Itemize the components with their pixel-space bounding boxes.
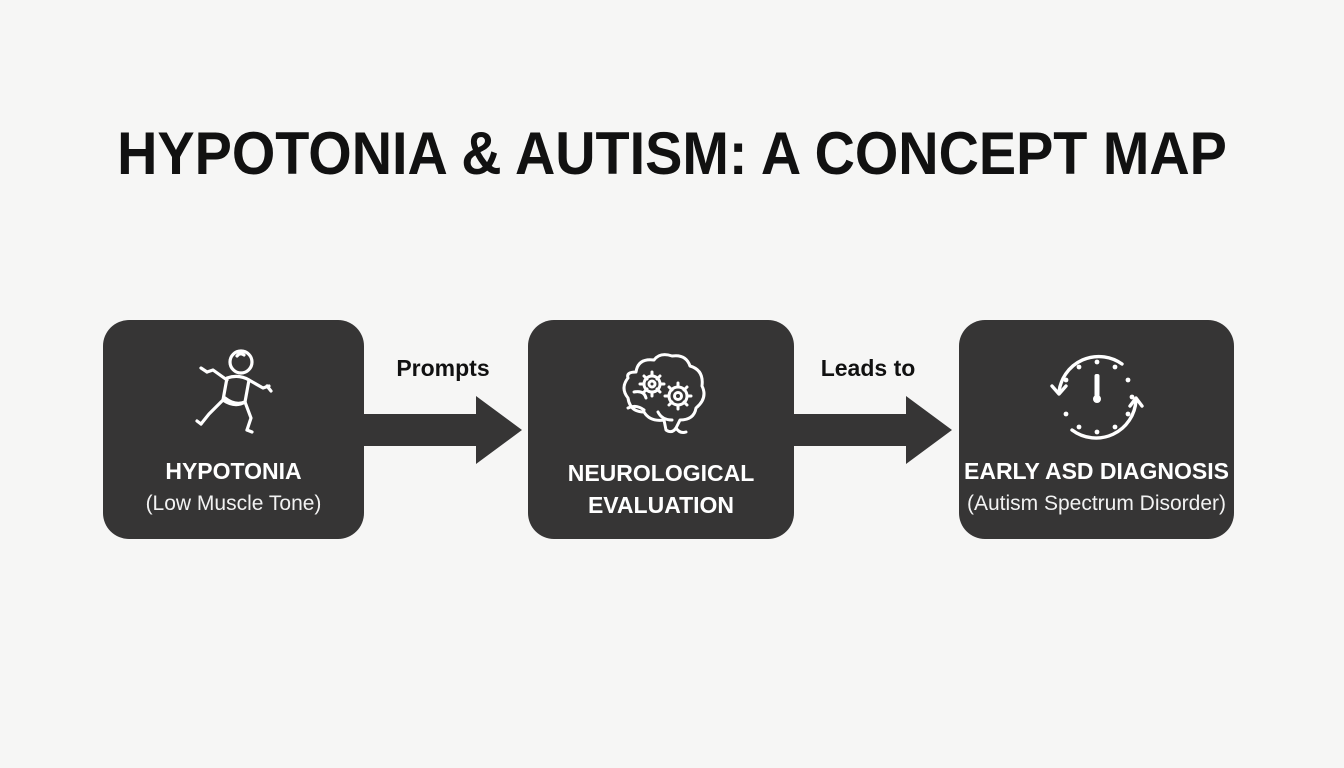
node-label-line2: EVALUATION <box>587 492 735 518</box>
node-early-asd-diagnosis: EARLY ASD DIAGNOSIS (Autism Spectrum Dis… <box>959 320 1234 539</box>
edge-label-prompts: Prompts <box>396 355 490 381</box>
arrow-prompts <box>364 396 522 464</box>
node-label: EARLY ASD DIAGNOSIS <box>964 458 1229 484</box>
node-label: HYPOTONIA <box>165 458 302 484</box>
edge-label-leads-to: Leads to <box>820 355 916 381</box>
node-neurological-evaluation: NEUROLOGICAL EVALUATION <box>528 320 794 539</box>
node-sublabel: (Low Muscle Tone) <box>145 492 322 515</box>
baby-icon <box>194 349 273 434</box>
clock-cycle-icon <box>1049 354 1144 440</box>
brain-gears-icon <box>622 353 706 434</box>
node-hypotonia: HYPOTONIA (Low Muscle Tone) <box>103 320 364 539</box>
arrow-leads-to <box>794 396 952 464</box>
node-label-line1: NEUROLOGICAL <box>567 460 755 486</box>
node-sublabel: (Autism Spectrum Disorder) <box>966 492 1227 515</box>
page-title: HYPOTONIA & AUTISM: A CONCEPT MAP <box>117 120 1227 187</box>
